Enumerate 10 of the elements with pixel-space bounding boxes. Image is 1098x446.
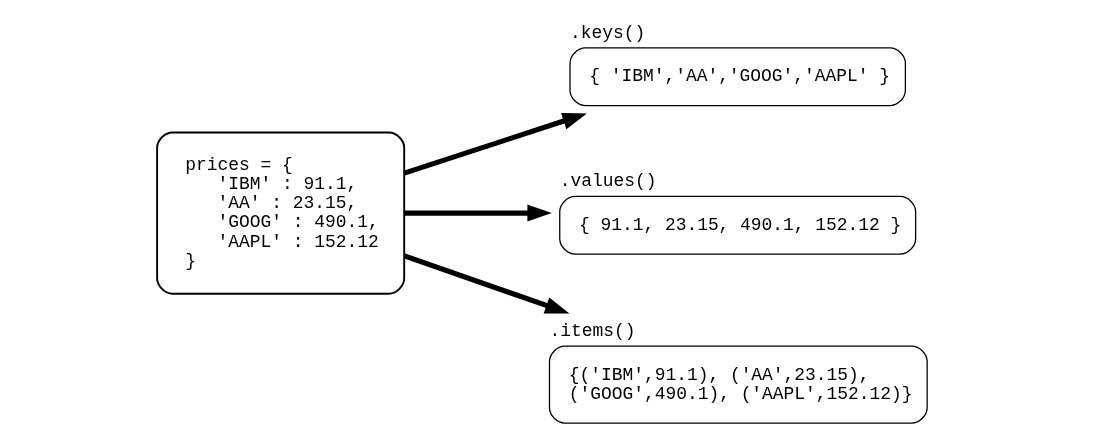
- node-label: .items(): [549, 321, 635, 342]
- node-box: prices = { 'IBM' : 91.1, 'AA' : 23.15, 'GOOG' : 490.1, 'AAPL' : 152.12 }: [155, 131, 405, 295]
- arrow: [403, 253, 569, 314]
- arrow: [403, 112, 587, 176]
- arrow: [403, 204, 552, 222]
- node-box: { 91.1, 23.15, 490.1, 152.12 }: [558, 195, 916, 255]
- node-label: .keys(): [569, 22, 645, 43]
- node-box: {('IBM',91.1), ('AA',23.15), ('GOOG',490.1), ('AAPL',152.12)}: [548, 345, 928, 424]
- node-box: { 'IBM','AA','GOOG','AAPL' }: [568, 47, 906, 107]
- node-label: .values(): [559, 171, 656, 192]
